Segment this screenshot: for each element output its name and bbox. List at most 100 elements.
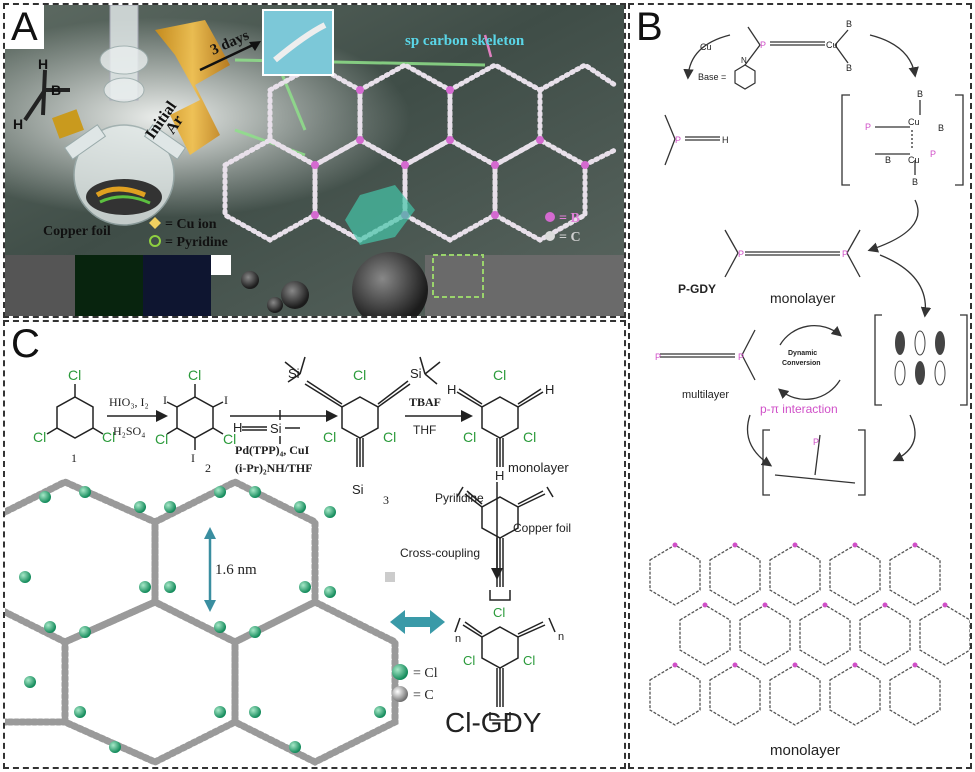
p-atom-label: P [760, 40, 766, 50]
p-atom-label: P [813, 437, 819, 447]
monolayer-label: monolayer [508, 460, 569, 475]
cl-label: Cl [463, 429, 476, 445]
time-arrow [199, 41, 258, 72]
reagent-3-bottom: THF [413, 423, 436, 437]
cu-label: Cu [826, 40, 838, 50]
atom-h-label: H [38, 56, 48, 72]
sem-image-strip [5, 252, 624, 316]
cu-label: Cu [908, 117, 920, 127]
cl-label: Cl [188, 367, 201, 383]
si-label: Si [270, 421, 282, 436]
h-label: H [233, 420, 242, 435]
p-pi-interaction-label: p-π interaction [760, 402, 838, 416]
b-label: B [917, 89, 923, 99]
cl-label: Cl [323, 429, 336, 445]
cl-label: Cl [493, 605, 505, 620]
cl-legend-label: = Cl [413, 666, 438, 681]
p-atom-label: P [655, 352, 661, 362]
p-gdy-label: P-GDY [678, 282, 716, 296]
distance-label: 1.6 nm [215, 562, 257, 578]
pyridine-n-label: N [741, 56, 747, 65]
iodine-label: I [163, 393, 167, 407]
panel-c: Cl Cl Cl 1 HIO₃, I₂ H₂SO₄ Cl Cl Cl I I I… [3, 320, 626, 769]
p-orbital-lobes [894, 330, 946, 386]
si-label: Si [352, 482, 364, 497]
carbon-legend: = C [559, 230, 581, 245]
cl-label: Cl [102, 429, 115, 445]
phosphorus-atoms [672, 542, 948, 668]
atom-h-label: H [13, 116, 23, 132]
reagent-2-line1: Pd(TPP)₄, CuI [235, 443, 310, 457]
cl-gdy-lattice-image [5, 467, 399, 767]
cl-label: Cl [68, 367, 81, 383]
si-label: Si [410, 366, 422, 381]
b-label: B [885, 155, 891, 165]
reagent-1-bottom: H₂SO₄ [113, 424, 145, 438]
panel-c-label: C [5, 322, 46, 366]
panel-c-synthesis: Cl Cl Cl 1 HIO₃, I₂ H₂SO₄ Cl Cl Cl I I I… [5, 356, 571, 767]
compound-1-label: 1 [71, 451, 77, 465]
p-gdy-honeycomb [649, 544, 970, 726]
double-arrow-icon [390, 610, 445, 634]
c-legend-label: = C [413, 688, 434, 703]
panel-a-illustration: H B H [5, 5, 624, 316]
cl-label: Cl [353, 367, 366, 383]
h-label: H [722, 135, 729, 145]
n-repeat-label: n [558, 631, 564, 643]
cl-label: Cl [523, 653, 535, 668]
b-label: B [846, 63, 852, 73]
reaction-flask [63, 5, 187, 226]
n-repeat-label: n [455, 633, 461, 645]
b-label: B [912, 177, 918, 187]
cu-ion-icon [149, 217, 161, 229]
pyridine-icon [149, 235, 161, 247]
iodine-label: I [224, 393, 228, 407]
si-label: Si [288, 366, 300, 381]
p-atom-label: P [675, 135, 681, 145]
c-legend-sphere [392, 686, 408, 702]
cu-ion-legend: = Cu ion [165, 217, 217, 232]
reagent-1-top: HIO₃, I₂ [109, 395, 149, 409]
h-label: H [545, 382, 554, 397]
copper-foil-ribbon [155, 20, 230, 155]
cl-label: Cl [383, 429, 396, 445]
cross-coupling-label: Cross-coupling [400, 546, 480, 560]
dynamic-label: Dynamic [788, 350, 817, 357]
panel-a: H B H [3, 3, 626, 318]
atom-b-label: B [51, 82, 61, 98]
copper-foil-label: Copper foil [513, 521, 571, 535]
boron-legend: = B [559, 211, 580, 226]
copper-foil-label: Copper foil [43, 224, 111, 239]
iodine-label: I [191, 451, 195, 465]
h-label: H [495, 468, 504, 483]
monolayer-top-label: monolayer [770, 290, 836, 306]
cl-label: Cl [493, 367, 506, 383]
reagent-3-top: TBAF [409, 395, 441, 409]
cl-label: Cl [223, 431, 236, 447]
p-atom-label: P [842, 249, 848, 259]
borane-molecule: H B H [13, 56, 84, 139]
panel-b-mechanism: Cu Base = N P Cu B B P H P Cu Cu P B B B… [649, 19, 970, 759]
pyridine-ring-icon [734, 64, 756, 90]
panel-a-label: A [5, 5, 44, 49]
cu-plus-label: Cu [700, 42, 712, 52]
multilayer-label: multilayer [682, 389, 729, 401]
boron-atoms [311, 86, 589, 219]
p-atom-label: P [865, 122, 871, 132]
conversion-label: Conversion [782, 360, 821, 367]
compound-3-label: 3 [383, 493, 389, 507]
b-label: B [846, 19, 852, 29]
monolayer-bottom-label: monolayer [770, 742, 840, 759]
b-label: B [938, 123, 944, 133]
h-label: H [447, 382, 456, 397]
product-label: Cl-GDY [445, 707, 542, 738]
p-atom-label: P [738, 249, 744, 259]
p-atom-label: P [738, 352, 744, 362]
base-label: Base = [698, 72, 726, 82]
cu-label: Cu [908, 155, 920, 165]
cl-label: Cl [155, 431, 168, 447]
panel-b-label: B [630, 5, 669, 49]
cl-label: Cl [33, 429, 46, 445]
pyridine-legend: = Pyridine [165, 235, 228, 250]
p-atom-label: P [930, 149, 936, 159]
